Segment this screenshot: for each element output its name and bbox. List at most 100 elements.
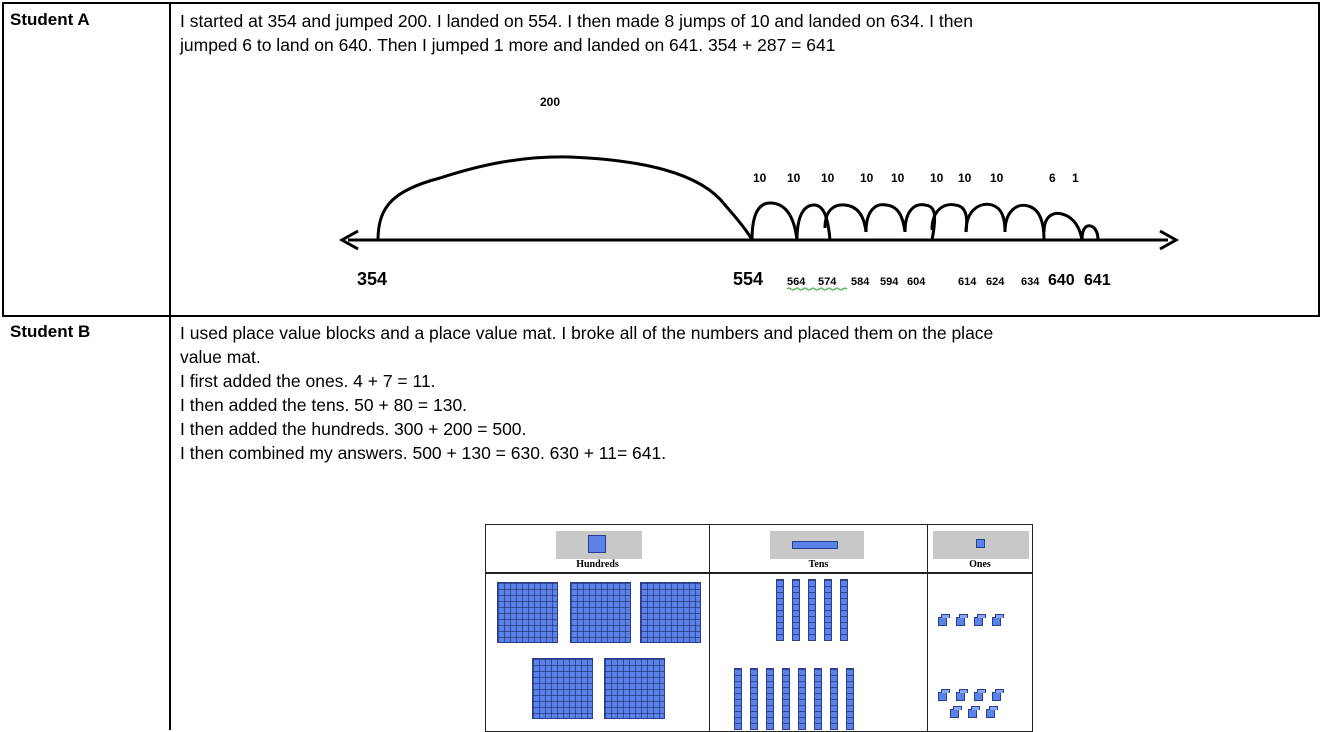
tens-rod — [824, 579, 832, 641]
hundreds-flat — [604, 658, 665, 719]
hundreds-flat — [532, 658, 593, 719]
jump-arc-10 — [1003, 203, 1046, 241]
student-a-explanation: I started at 354 and jumped 200. I lande… — [180, 9, 973, 57]
table-border-left — [2, 2, 4, 315]
jump-label: 10 — [958, 171, 972, 185]
text-line: I then added the tens. 50 + 80 = 130. — [180, 395, 468, 415]
student-b-explanation: I used place value blocks and a place va… — [180, 321, 993, 465]
right-arrowhead — [1159, 229, 1180, 251]
tick-label: 584 — [851, 276, 870, 288]
tens-rod — [840, 579, 848, 641]
rod-block-icon — [792, 541, 838, 549]
hundreds-flat — [497, 582, 558, 643]
place-value-mat: Hundreds Tens Ones — [485, 524, 1033, 732]
jump-label: 10 — [787, 171, 801, 185]
hundreds-flat — [640, 582, 701, 643]
tens-rod — [792, 579, 800, 641]
ones-cube — [974, 614, 986, 626]
jump-arc-200 — [376, 155, 754, 241]
text-line: I started at 354 and jumped 200. I lande… — [180, 11, 973, 31]
mat-column-hundreds: Hundreds — [486, 525, 710, 731]
tens-header — [770, 531, 864, 559]
ones-cube — [986, 706, 998, 718]
tens-rod — [782, 668, 790, 730]
jump-arc-10 — [823, 203, 868, 233]
end-label: 640 — [1048, 272, 1075, 289]
tick-label: 564 — [787, 276, 806, 288]
tens-rod — [766, 668, 774, 730]
ones-cube — [938, 689, 950, 701]
jump-label-200: 200 — [540, 95, 560, 109]
jump-label: 1 — [1072, 171, 1079, 185]
tick-label: 574 — [818, 276, 837, 288]
open-number-line: 200 10 10 10 10 10 10 10 10 6 1 354 554 … — [338, 95, 1180, 291]
jump-arc-1 — [1080, 224, 1100, 241]
jump-arc-6 — [1042, 212, 1084, 241]
jump-label: 10 — [930, 171, 944, 185]
tick-label: 634 — [1021, 276, 1040, 288]
tens-rod — [808, 579, 816, 641]
text-line: jumped 6 to land on 640. Then I jumped 1… — [180, 35, 836, 55]
start-label: 354 — [357, 269, 387, 289]
unit-block-icon — [976, 539, 985, 548]
mat-header-rule — [710, 572, 927, 574]
jump-label: 10 — [860, 171, 874, 185]
column-divider — [169, 2, 171, 730]
ones-header — [933, 531, 1029, 559]
tens-rod — [734, 668, 742, 730]
ones-title: Ones — [969, 559, 991, 570]
tens-rod — [776, 579, 784, 641]
jump-label: 10 — [821, 171, 835, 185]
jump-label: 10 — [753, 171, 767, 185]
landing-label: 554 — [733, 269, 763, 289]
tens-rod — [830, 668, 838, 730]
jump-arc-10 — [964, 202, 1007, 233]
end-label: 641 — [1084, 272, 1111, 289]
tens-rod — [798, 668, 806, 730]
tens-rod — [814, 668, 822, 730]
mat-column-tens: Tens — [710, 525, 928, 731]
row-label-student-b: Student B — [10, 322, 91, 341]
jump-arc-10 — [864, 203, 907, 233]
tick-label: 614 — [958, 276, 977, 288]
mat-column-ones: Ones — [928, 525, 1032, 731]
table-border-top — [2, 2, 1320, 4]
ones-cube — [992, 614, 1004, 626]
jump-label: 6 — [1049, 171, 1056, 185]
tick-label: 604 — [907, 276, 926, 288]
ones-cube — [968, 706, 980, 718]
jump-arc-10 — [903, 203, 937, 241]
row-divider — [2, 315, 1320, 317]
jump-arc-10 — [795, 203, 832, 241]
hundreds-title: Hundreds — [576, 559, 619, 570]
ones-cube — [950, 706, 962, 718]
text-line: value mat. — [180, 347, 261, 367]
text-line: I first added the ones. 4 + 7 = 11. — [180, 371, 436, 391]
tick-label: 624 — [986, 276, 1005, 288]
text-line: I then added the hundreds. 300 + 200 = 5… — [180, 419, 527, 439]
ones-cube — [974, 689, 986, 701]
mat-header-rule — [486, 572, 709, 574]
tens-rod — [846, 668, 854, 730]
mat-header-rule — [928, 572, 1032, 574]
ones-cube — [956, 689, 968, 701]
ones-cube — [992, 689, 1004, 701]
hundreds-header — [556, 531, 642, 559]
jump-arc-10 — [930, 203, 969, 233]
text-line: I used place value blocks and a place va… — [180, 323, 994, 343]
text-line: I then combined my answers. 500 + 130 = … — [180, 443, 667, 463]
jump-label: 10 — [990, 171, 1004, 185]
ones-cube — [956, 614, 968, 626]
jump-label: 10 — [891, 171, 905, 185]
tick-label: 594 — [880, 276, 899, 288]
row-label-student-a: Student A — [10, 10, 90, 29]
flat-block-icon — [588, 535, 606, 553]
spelling-underline — [786, 287, 848, 291]
tens-rod — [750, 668, 758, 730]
ones-cube — [938, 614, 950, 626]
jump-arc-10 — [750, 201, 799, 241]
table-border-right — [1318, 2, 1320, 315]
tens-title: Tens — [808, 559, 829, 570]
hundreds-flat — [570, 582, 631, 643]
